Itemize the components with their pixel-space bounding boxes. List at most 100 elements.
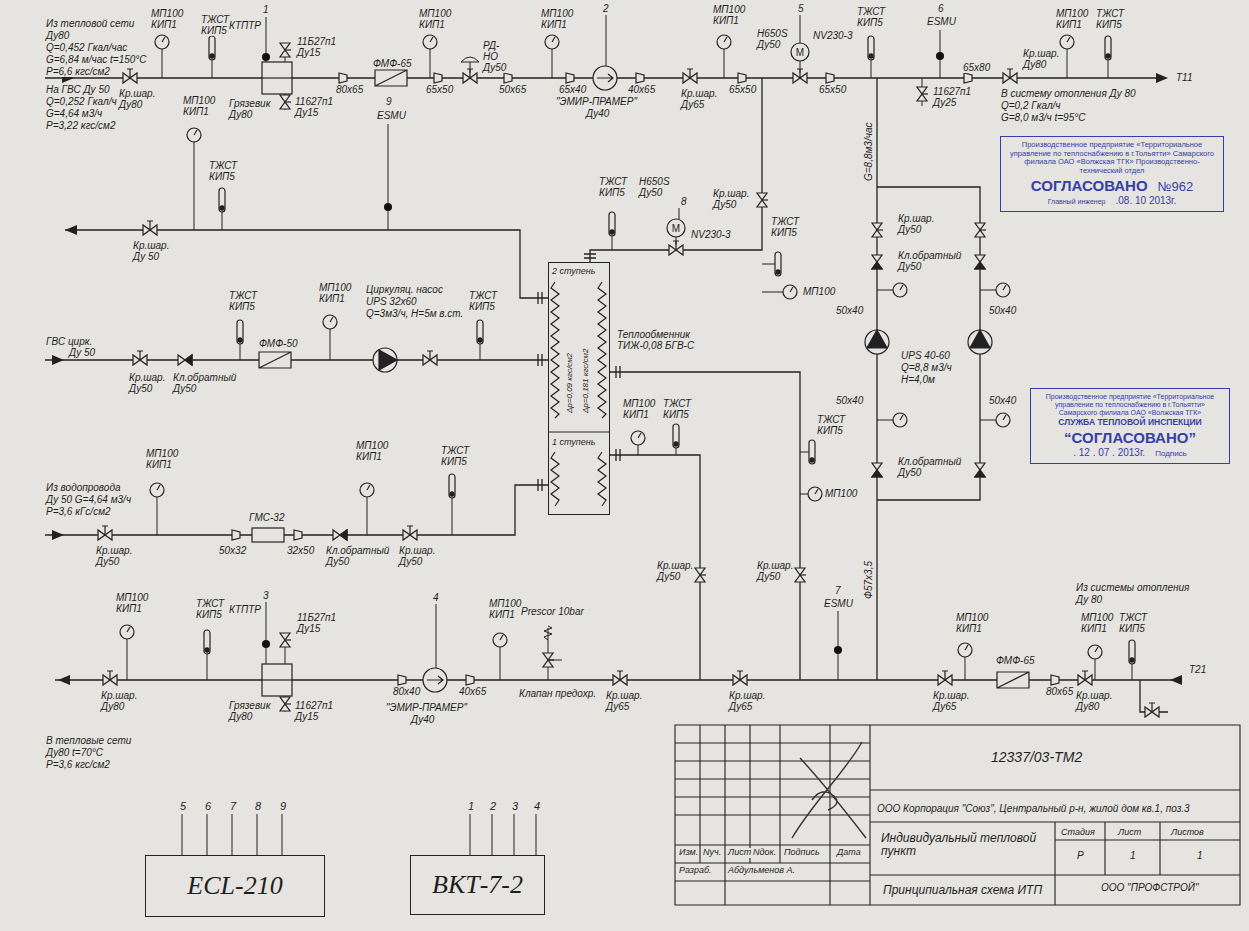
pipe-label: G=8,8м3/час [863, 122, 874, 182]
equipment-symbol [791, 43, 809, 61]
pipe-label: 12337/03-ТМ2 [990, 750, 1083, 765]
pipe-label: 50x40 [835, 305, 864, 316]
pipe-line [65, 230, 548, 298]
stamp-text: “СОГЛАСОВАНО” [1064, 429, 1196, 446]
equipment-symbol [143, 221, 157, 235]
pipe-label: ФМФ-65 [372, 58, 413, 69]
signature-scribble [792, 742, 866, 838]
equipment-symbol [477, 320, 483, 344]
pipe-label: "ЭМИР-ПРАМЕР" [555, 96, 638, 107]
stage-label: Δр=0,181 кгс/см2 [582, 348, 591, 413]
equipment-symbol [1129, 640, 1135, 664]
pipe-label: Кр.шар. Ду65 [680, 88, 718, 110]
equipment-symbol [294, 530, 302, 540]
stamp-row: Производственное предприятие «Территориа… [1007, 141, 1217, 176]
approval-stamp: Производственное предприятие «Территориа… [1000, 136, 1224, 212]
stamp-text: СЛУЖБА ТЕПЛОВОЙ ИНСПЕКЦИИ [1058, 418, 1201, 428]
pipe-label: Кр.шар. Ду65 [605, 690, 643, 712]
equipment-symbol [1088, 645, 1102, 659]
callout-number: 7 [834, 585, 842, 596]
pipe-label: 65x50 [425, 84, 454, 95]
pipe-label: ТЖСТ КИП5 [1118, 612, 1148, 634]
pipe-label: На ГВС Ду 50 [45, 84, 111, 95]
pipe-label: Кл.обратный Ду50 [172, 372, 237, 394]
equipment-symbol [204, 630, 210, 654]
equipment-symbol [958, 643, 972, 657]
equipment-symbol [133, 351, 147, 365]
pipe-label: H650S Ду50 [638, 176, 671, 198]
sensor-dot [262, 53, 270, 61]
pipe-label: ФМФ-65 [995, 655, 1036, 666]
equipment-symbol [872, 463, 882, 477]
equipment-symbol [449, 474, 455, 498]
pipe-label: P=6,6 кгс/см2 [45, 66, 111, 77]
heat-exchanger: 2 ступеньΔр=0,09 кгс/см2Δр=0,181 кгс/см2… [548, 262, 610, 515]
pipe-label: 32x50 [286, 545, 315, 556]
stamp-text: .08. 10 2013г. [1116, 195, 1177, 207]
equipment-symbol [155, 35, 169, 49]
equipment-symbol [566, 73, 574, 83]
pipe-label: МП100 КИП1 [115, 592, 149, 614]
pipe-label: ESMU [823, 598, 854, 609]
stamp-text: Производственное предприятие «Территориа… [1007, 141, 1217, 176]
pipe-label: 50x32 [218, 545, 247, 556]
pipe-label: МП100 [824, 488, 858, 499]
pipe-label: Кр.шар. Ду50 [712, 188, 750, 210]
callout-number: 1 [1129, 850, 1137, 861]
equipment-symbol [403, 526, 417, 540]
pipe-label: Принципиальная схема ИТП [882, 884, 1043, 897]
equipment-symbol [975, 223, 986, 237]
pipe-label: M [795, 47, 805, 58]
equipment-symbol [545, 35, 559, 49]
equipment-symbol [339, 73, 347, 83]
flow-arrow [1170, 675, 1182, 685]
equipment-symbol [795, 568, 806, 582]
equipment-symbol [826, 73, 834, 83]
equipment-symbol [868, 36, 874, 60]
pipe-label: Ду 50 [68, 347, 96, 358]
pipe-line [610, 455, 700, 680]
equipment-symbol [262, 679, 292, 680]
pipe-label: Ду 50 G=4,64 м3/ч [45, 494, 132, 505]
pipe-label: 50x40 [988, 305, 1017, 316]
equipment-symbol [893, 413, 907, 427]
pipe-label: Prescor 10bar [520, 606, 585, 617]
pipe-label: ТЖСТ КИП5 [468, 290, 498, 312]
instrument-stem [544, 626, 562, 680]
instrument-stem [877, 290, 996, 420]
pipe-label: G=8,0 м3/ч t=95°С [1000, 112, 1086, 123]
stamp-row: “СОГЛАСОВАНО” [1037, 429, 1223, 446]
pipe-label: ООО Корпорация "Союз", Центральный р-н, … [876, 803, 1191, 814]
pipe-label: Ф57x3,5 [863, 560, 874, 600]
pipe-line [1140, 680, 1168, 712]
equipment-symbol [872, 255, 882, 269]
flow-arrow [52, 355, 64, 365]
pipe-label: ГМС-32 [248, 512, 285, 523]
equipment-symbol [738, 73, 746, 83]
pipe-label: P=3,6 кГс/см2 [45, 506, 112, 517]
callout-number: 2 [489, 800, 497, 812]
pipe-label: 50x40 [988, 395, 1017, 406]
pipe-label: МП100 КИП1 [145, 448, 179, 470]
pipe-label: МП100 КИП1 [318, 282, 352, 304]
pipe-label: МП100 КИП1 [712, 4, 746, 26]
pipe-label: ТЖСТ КИП5 [856, 6, 886, 28]
equipment-symbol [423, 35, 437, 49]
equipment-symbol [667, 219, 685, 237]
pipe-label: МП100 КИП1 [418, 8, 452, 30]
pipe-label: МП100 КИП1 [1055, 8, 1089, 30]
equipment-symbol [996, 413, 1010, 427]
pipe-label: ТЖСТ КИП5 [770, 216, 800, 238]
equipment-symbol [280, 95, 291, 109]
callout-number: 7 [229, 800, 237, 812]
pipe-line [610, 372, 800, 680]
stage-label: 2 ступень [552, 267, 595, 277]
pipe-label: Ду80 t=70°С [45, 747, 104, 758]
equipment-symbol [997, 672, 1029, 688]
callout-number: 1 [1196, 850, 1204, 861]
exchanger-coil [548, 282, 610, 506]
equipment-symbol [793, 69, 807, 83]
pipe-label: МП100 КИП1 [955, 612, 989, 634]
equipment-symbol [809, 440, 815, 464]
